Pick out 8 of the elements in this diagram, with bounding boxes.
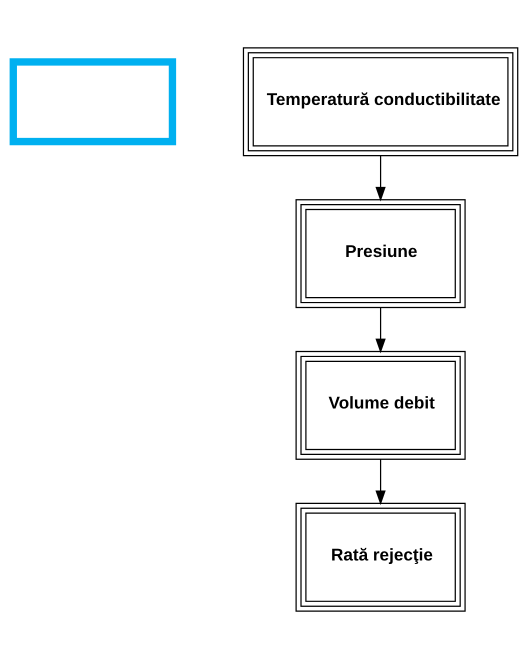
arrow: [375, 306, 386, 353]
node-box: Volume debit: [296, 350, 466, 460]
arrow: [375, 458, 386, 505]
node-box: Rată rejecţie: [296, 502, 466, 612]
node-box: Temperatură conductibilitate: [242, 46, 518, 156]
node-box: Presiune: [296, 198, 466, 308]
arrow: [375, 155, 386, 202]
node-box: [10, 58, 176, 145]
